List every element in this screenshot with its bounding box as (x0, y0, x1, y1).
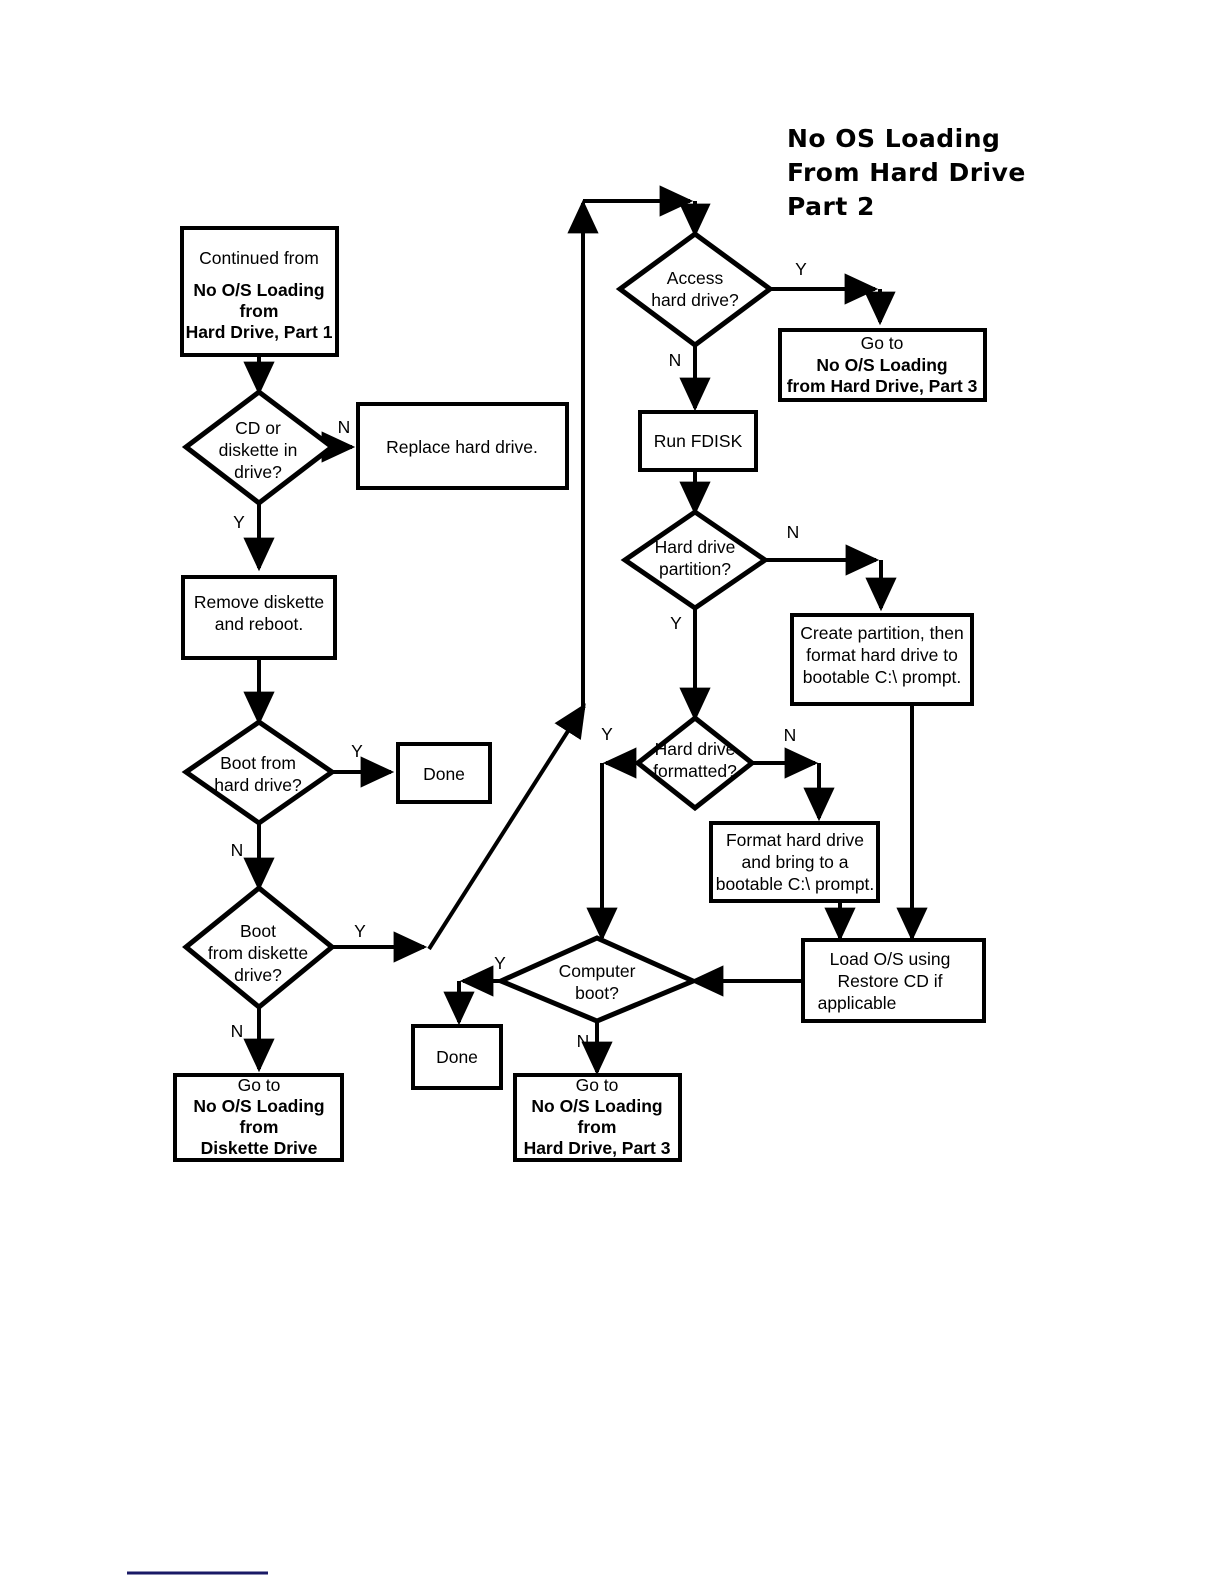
node-computer-boot (494, 935, 700, 1024)
node-replace-hd (356, 402, 569, 490)
cboot-line2: boot? (575, 983, 619, 1003)
remove-line2: and reboot. (215, 614, 304, 634)
edge-label-formatted-y: Y (601, 724, 613, 744)
formathd-line3: bootable C:\ prompt. (716, 874, 875, 894)
node-done-left (396, 742, 492, 804)
done-left-label: Done (423, 764, 465, 784)
bootdk-line3: drive? (234, 965, 282, 985)
continued-line3: from (240, 301, 279, 321)
node-goto-diskette (173, 1073, 344, 1162)
node-goto-part3-top (778, 328, 987, 402)
edge-label-bootdk-n: N (231, 1021, 244, 1041)
page-title-line1: No OS Loading (787, 124, 1000, 153)
createpart-line3: bootable C:\ prompt. (803, 667, 962, 687)
gotop3top-line1: Go to (861, 333, 904, 353)
formathd-line2: and bring to a (741, 852, 848, 872)
continued-line4: Hard Drive, Part 1 (186, 322, 333, 342)
loados-line1: Load O/S using (830, 949, 951, 969)
gotop3bot-line2: No O/S Loading (531, 1096, 662, 1116)
node-remove-diskette (181, 575, 337, 660)
access-line1: Access (667, 268, 724, 288)
fdisk-label: Run FDISK (654, 431, 743, 451)
restore-cd-italic: Restore CD (837, 971, 928, 991)
edge-label-partition-n: N (787, 522, 800, 542)
cd-line1: CD or (235, 418, 281, 438)
node-continued (180, 226, 339, 357)
remove-line1: Remove diskette (194, 592, 324, 612)
gotop3top-line2: No O/S Loading (816, 355, 947, 375)
node-format-hd (709, 821, 880, 903)
edge-label-formatted-n: N (784, 725, 797, 745)
createpart-line2: format hard drive to (806, 645, 958, 665)
bootdk-line1: Boot (240, 921, 276, 941)
loados-line3: applicable (818, 993, 897, 1013)
edge-label-access-n: N (669, 350, 682, 370)
node-run-fdisk (638, 410, 758, 472)
access-line2: hard drive? (651, 290, 739, 310)
edge-label-partition-y: Y (670, 613, 682, 633)
edge-label-access-y: Y (795, 259, 807, 279)
loados-line2: Restore CD if (837, 971, 942, 991)
node-done-bottom (411, 1024, 503, 1090)
gotop3top-line3: from Hard Drive, Part 3 (787, 376, 978, 396)
bootdk-line2: from diskette (208, 943, 308, 963)
edge-label-cboot-y: Y (494, 953, 506, 973)
cd-line3: drive? (234, 462, 282, 482)
gotodk-line4: Diskette Drive (201, 1138, 318, 1158)
node-hd-formatted (633, 714, 757, 812)
formatted-line1: Hard drive (655, 739, 736, 759)
createpart-line1: Create partition, then (800, 623, 963, 643)
partition-line1: Hard drive (655, 537, 736, 557)
partition-line2: partition? (659, 559, 731, 579)
done-bottom-label: Done (436, 1047, 478, 1067)
continued-line2: No O/S Loading (193, 280, 324, 300)
loados-line2-suffix: if (929, 971, 943, 991)
edge-label-bootdk-y: Y (354, 921, 366, 941)
node-boot-from-hd (181, 718, 337, 827)
edge-bootdk-y-diagonal (427, 703, 586, 951)
node-cd-or-diskette (181, 388, 337, 507)
formatted-line2: formatted? (653, 761, 737, 781)
cboot-line1: Computer (559, 961, 636, 981)
gotodk-line2: No O/S Loading (193, 1096, 324, 1116)
edge-label-cboot-n: N (577, 1031, 590, 1051)
edge-label-boothd-y: Y (351, 741, 363, 761)
gotodk-line3: from (240, 1117, 279, 1137)
gotodk-line1: Go to (238, 1075, 281, 1095)
gotop3bot-line3: from (578, 1117, 617, 1137)
node-access-hd (615, 230, 775, 349)
page-title-line3: Part 2 (787, 192, 875, 221)
gotop3bot-line4: Hard Drive, Part 3 (524, 1138, 671, 1158)
node-hd-partition (620, 508, 770, 612)
continued-line1: Continued from (199, 248, 319, 268)
formathd-line1: Format hard drive (726, 830, 864, 850)
node-load-os (801, 938, 986, 1023)
gotop3bot-line1: Go to (576, 1075, 619, 1095)
page-title-line2: From Hard Drive (787, 158, 1026, 187)
node-boot-from-diskette (182, 884, 336, 1011)
edge-label-cd-y: Y (233, 512, 245, 532)
cd-line2: diskette in (219, 440, 298, 460)
boothd-line2: hard drive? (214, 775, 302, 795)
edge-label-boothd-n: N (231, 840, 244, 860)
boothd-line1: Boot from (220, 753, 296, 773)
replace-hd-line1: Replace hard drive. (386, 437, 538, 457)
node-create-partition (790, 613, 974, 706)
node-goto-part3-bottom (513, 1073, 682, 1162)
edge-label-cd-n: N (338, 417, 351, 437)
